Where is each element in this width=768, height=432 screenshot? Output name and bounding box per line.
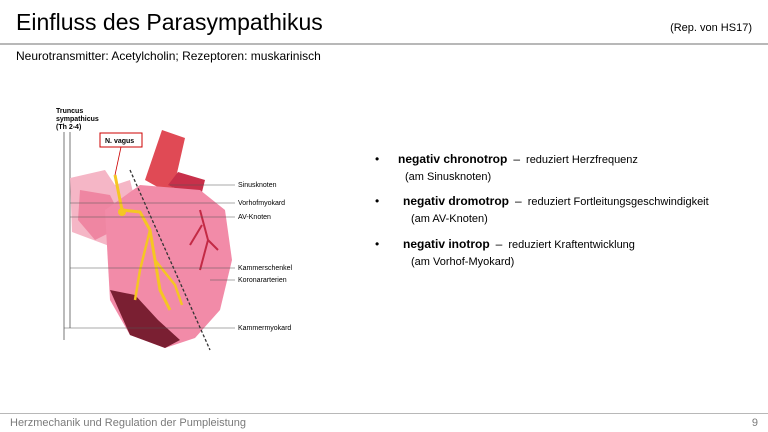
vagus-label: N. vagus bbox=[105, 138, 134, 145]
coronary-artery bbox=[189, 209, 219, 271]
heart-illustration: Truncus sympathicus (Th 2-4) N. vagus Si… bbox=[56, 108, 293, 351]
footer-text: Herzmechanik und Regulation der Pumpleis… bbox=[10, 417, 247, 429]
truncus-label-1: Truncus bbox=[56, 108, 83, 115]
label-kammermyokard: Kammermyokard bbox=[238, 325, 291, 332]
effect-description: reduziert Herzfrequenz bbox=[526, 154, 638, 166]
slide-subtitle: Neurotransmitter: Acetylcholin; Rezeptor… bbox=[16, 49, 321, 63]
effect-dash: – bbox=[495, 237, 503, 251]
truncus-label-2: sympathicus bbox=[56, 116, 99, 123]
effect-description: reduziert Fortleitungsgeschwindigkeit bbox=[527, 196, 709, 208]
bullet-marker: • bbox=[375, 152, 380, 166]
bullet-marker: • bbox=[375, 237, 380, 251]
conduction-branch bbox=[133, 229, 184, 306]
vagus-pointer bbox=[114, 146, 122, 176]
label-sinusknoten: Sinusknoten bbox=[238, 182, 277, 189]
effect-item-inotrop: • negativ inotrop–reduziert Kraftentwickl… bbox=[375, 237, 635, 251]
effect-note-inotrop: (am Vorhof-Myokard) bbox=[411, 256, 515, 268]
effect-term: negativ chronotrop bbox=[398, 152, 508, 166]
septum-dashed-line bbox=[129, 169, 211, 351]
effect-dash: – bbox=[515, 194, 522, 208]
truncus-label-3: (Th 2-4) bbox=[56, 124, 81, 131]
effect-description: reduziert Kraftentwicklung bbox=[508, 239, 635, 251]
effect-dash: – bbox=[513, 152, 521, 166]
label-koronararterien: Koronararterien bbox=[238, 277, 287, 284]
ventricle-dark-shape bbox=[110, 290, 180, 348]
effect-note-dromotrop: (am AV-Knoten) bbox=[411, 213, 488, 225]
slide-title: Einfluss des Parasympathikus bbox=[16, 9, 323, 35]
bullet-marker: • bbox=[375, 194, 380, 208]
label-av-knoten: AV-Knoten bbox=[238, 214, 271, 221]
effect-item-chronotrop: • negativ chronotrop–reduziert Herzfreque… bbox=[375, 152, 638, 166]
effect-item-dromotrop: • negativ dromotrop–reduziert Fortleitung… bbox=[375, 194, 709, 208]
header-divider bbox=[0, 43, 768, 45]
effect-term: negativ dromotrop bbox=[403, 194, 510, 208]
effect-term: negativ inotrop bbox=[403, 237, 490, 251]
reference-note: (Rep. von HS17) bbox=[670, 22, 752, 34]
footer-divider bbox=[0, 413, 768, 414]
page-number: 9 bbox=[751, 417, 758, 429]
label-kammerschenkel: Kammerschenkel bbox=[238, 265, 293, 272]
label-vorhofmyokard: Vorhofmyokard bbox=[238, 200, 285, 207]
av-node-marker bbox=[118, 208, 126, 216]
effect-note-chronotrop: (am Sinusknoten) bbox=[405, 171, 492, 183]
